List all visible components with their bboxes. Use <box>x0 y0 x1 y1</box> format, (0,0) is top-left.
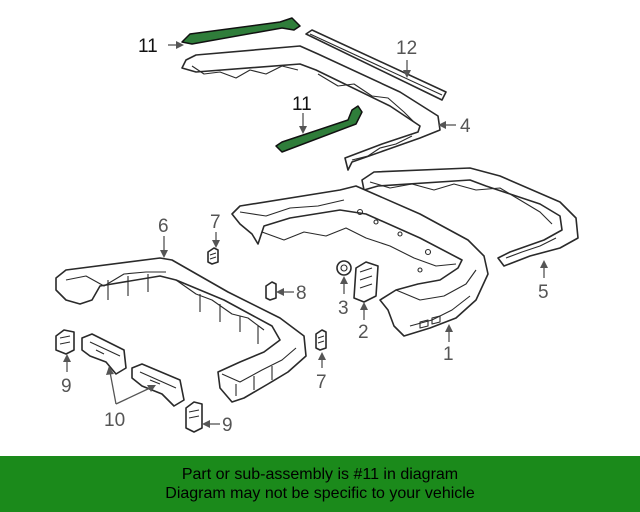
part-8-clip[interactable] <box>265 281 277 301</box>
callout-11-lower[interactable]: 11 <box>292 94 312 115</box>
callout-5[interactable]: 5 <box>538 282 549 303</box>
info-banner: Part or sub-assembly is #11 in diagram D… <box>0 456 640 512</box>
part-2-bracket[interactable] <box>353 261 379 303</box>
callout-7-upper[interactable]: 7 <box>210 212 221 233</box>
part-6-absorber[interactable] <box>55 257 307 403</box>
callout-9-left[interactable]: 9 <box>61 376 72 397</box>
part-5-lower-reinforcement[interactable] <box>361 167 579 267</box>
callout-2[interactable]: 2 <box>358 322 369 343</box>
callout-9-right[interactable]: 9 <box>222 415 233 436</box>
callout-10[interactable]: 10 <box>104 410 125 431</box>
leader-lines <box>63 41 548 428</box>
callout-6[interactable]: 6 <box>158 216 169 237</box>
part-12-molding[interactable] <box>305 29 447 101</box>
bumper-exploded-diagram: 11 11 12 4 6 7 8 3 2 5 1 9 10 9 7 <box>55 17 579 436</box>
part-11-lower-highlighted[interactable] <box>275 105 363 153</box>
part-10-spacers[interactable] <box>81 333 185 407</box>
callout-12[interactable]: 12 <box>396 38 417 59</box>
part-7-clip-upper[interactable] <box>207 247 219 265</box>
callout-11-upper[interactable]: 11 <box>138 36 158 57</box>
part-1-bumper-cover[interactable] <box>231 185 489 337</box>
callout-7-lower[interactable]: 7 <box>316 372 327 393</box>
callout-1[interactable]: 1 <box>443 344 454 365</box>
part-9-bracket-right[interactable] <box>185 401 203 433</box>
banner-line-2: Diagram may not be specific to your vehi… <box>165 485 475 502</box>
callout-3[interactable]: 3 <box>338 298 349 319</box>
part-9-bracket-left[interactable] <box>55 329 75 355</box>
part-4-reinforcement[interactable] <box>181 45 441 171</box>
part-3-plug[interactable] <box>336 260 352 276</box>
part-11-upper-highlighted[interactable] <box>181 17 301 45</box>
banner-line-1: Part or sub-assembly is #11 in diagram <box>181 466 459 483</box>
part-7-clip-lower[interactable] <box>315 329 327 351</box>
callout-8[interactable]: 8 <box>296 283 307 304</box>
callout-4[interactable]: 4 <box>460 116 471 137</box>
